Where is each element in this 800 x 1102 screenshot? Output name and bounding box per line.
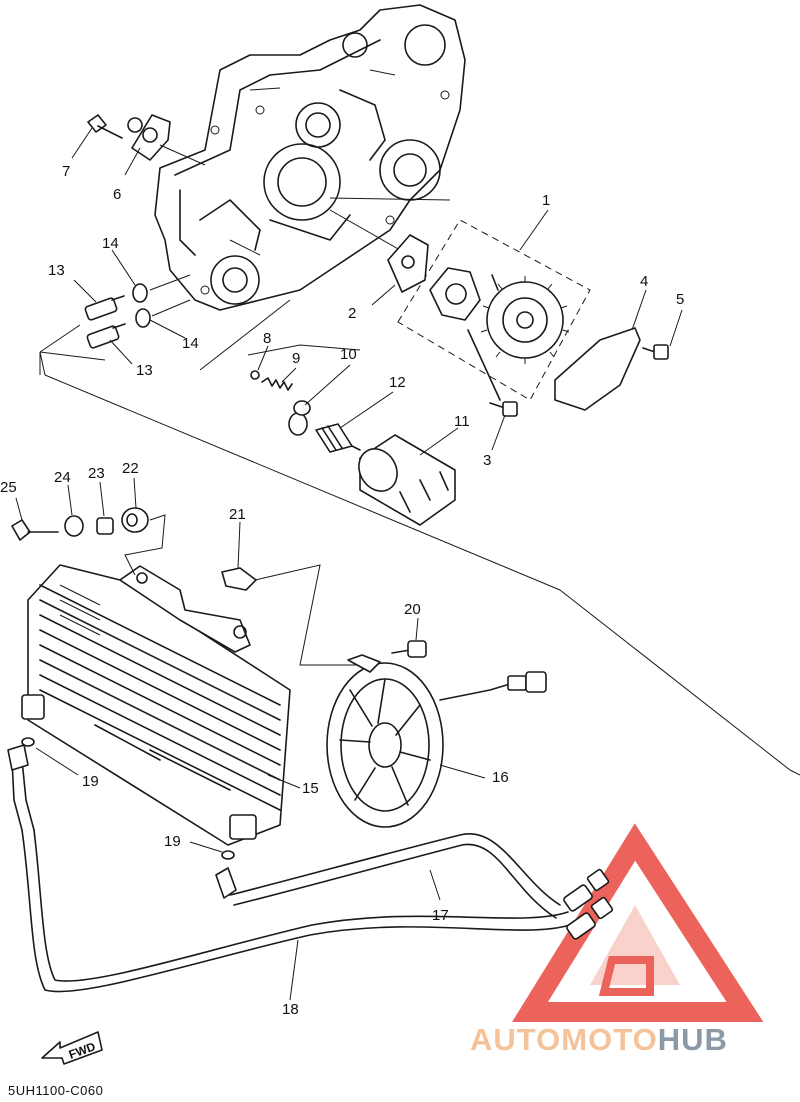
part-24-washer xyxy=(64,515,84,537)
callout-labels: 1 2 3 4 5 6 7 8 9 10 11 12 13 13 14 14 1… xyxy=(0,163,684,1018)
part-25-bolt xyxy=(11,519,59,541)
callout-11: 11 xyxy=(454,413,470,430)
callout-9: 9 xyxy=(292,350,300,367)
part-1-oil-pump xyxy=(429,267,570,364)
part-8-ball xyxy=(250,370,260,380)
callout-22: 22 xyxy=(122,460,139,477)
callout-5: 5 xyxy=(676,291,684,308)
part-19-oring-right xyxy=(221,850,235,860)
fwd-arrow-icon: FWD xyxy=(38,1028,108,1068)
callout-24: 24 xyxy=(54,469,71,486)
part-17-oil-hose xyxy=(215,833,561,919)
watermark-text-part2: HUB xyxy=(657,1022,728,1057)
part-9-spring xyxy=(261,377,293,391)
callout-23: 23 xyxy=(88,465,105,482)
part-5-bolt xyxy=(642,344,669,360)
callout-10: 10 xyxy=(340,346,357,363)
part-14-oring-upper xyxy=(132,283,148,303)
watermark-text-part1: AUTOMOTO xyxy=(470,1022,658,1057)
part-15-oil-cooler xyxy=(21,564,291,846)
callout-8: 8 xyxy=(263,330,271,347)
callout-leaders xyxy=(15,127,683,1001)
callout-6: 6 xyxy=(113,186,121,203)
callout-14-lower: 14 xyxy=(182,335,199,352)
part-22-grommet xyxy=(121,507,149,533)
callout-18: 18 xyxy=(282,1001,299,1018)
cooler-bracket xyxy=(119,565,251,653)
part-4-cover xyxy=(554,327,641,411)
callout-19-left: 19 xyxy=(82,773,99,790)
part-19-oring-left xyxy=(21,737,35,747)
callout-19-right: 19 xyxy=(164,833,181,850)
callout-15: 15 xyxy=(302,780,319,797)
part-7-bolt xyxy=(87,114,123,139)
callout-2: 2 xyxy=(348,305,356,322)
callout-16: 16 xyxy=(492,769,509,786)
callout-13-lower: 13 xyxy=(136,362,153,379)
callout-17: 17 xyxy=(432,907,449,924)
callout-3: 3 xyxy=(483,452,491,469)
callout-25: 25 xyxy=(0,479,17,496)
part-12-union-bolt xyxy=(315,423,361,453)
part-23-collar xyxy=(96,517,114,535)
watermark-text: AUTOMOTOHUB xyxy=(470,1022,795,1062)
part-21-clamp xyxy=(221,567,257,591)
part-6-cover xyxy=(127,114,171,161)
callout-13-upper: 13 xyxy=(48,262,65,279)
callout-12: 12 xyxy=(389,374,406,391)
part-11-oil-filter xyxy=(358,434,456,526)
part-13-fitting-lower xyxy=(86,323,126,349)
callout-7: 7 xyxy=(62,163,70,180)
part-14-oring-lower xyxy=(135,308,151,328)
diagram-code: 5UH1100-C060 xyxy=(8,1083,104,1098)
part-10-washer xyxy=(288,400,311,436)
callout-20: 20 xyxy=(404,601,421,618)
part-2-pump-plate xyxy=(387,234,429,293)
part-3-bolt xyxy=(467,329,518,417)
callout-1: 1 xyxy=(542,192,550,209)
callout-4: 4 xyxy=(640,273,648,290)
hose-end-fittings xyxy=(563,868,614,940)
callout-14-upper: 14 xyxy=(102,235,119,252)
callout-21: 21 xyxy=(229,506,246,523)
part-20-bolt xyxy=(391,640,427,658)
crankcase xyxy=(154,4,466,311)
part-18-oil-hose xyxy=(7,744,571,993)
part-13-fitting-upper xyxy=(84,295,125,321)
part-16-cooling-fan xyxy=(326,654,547,828)
